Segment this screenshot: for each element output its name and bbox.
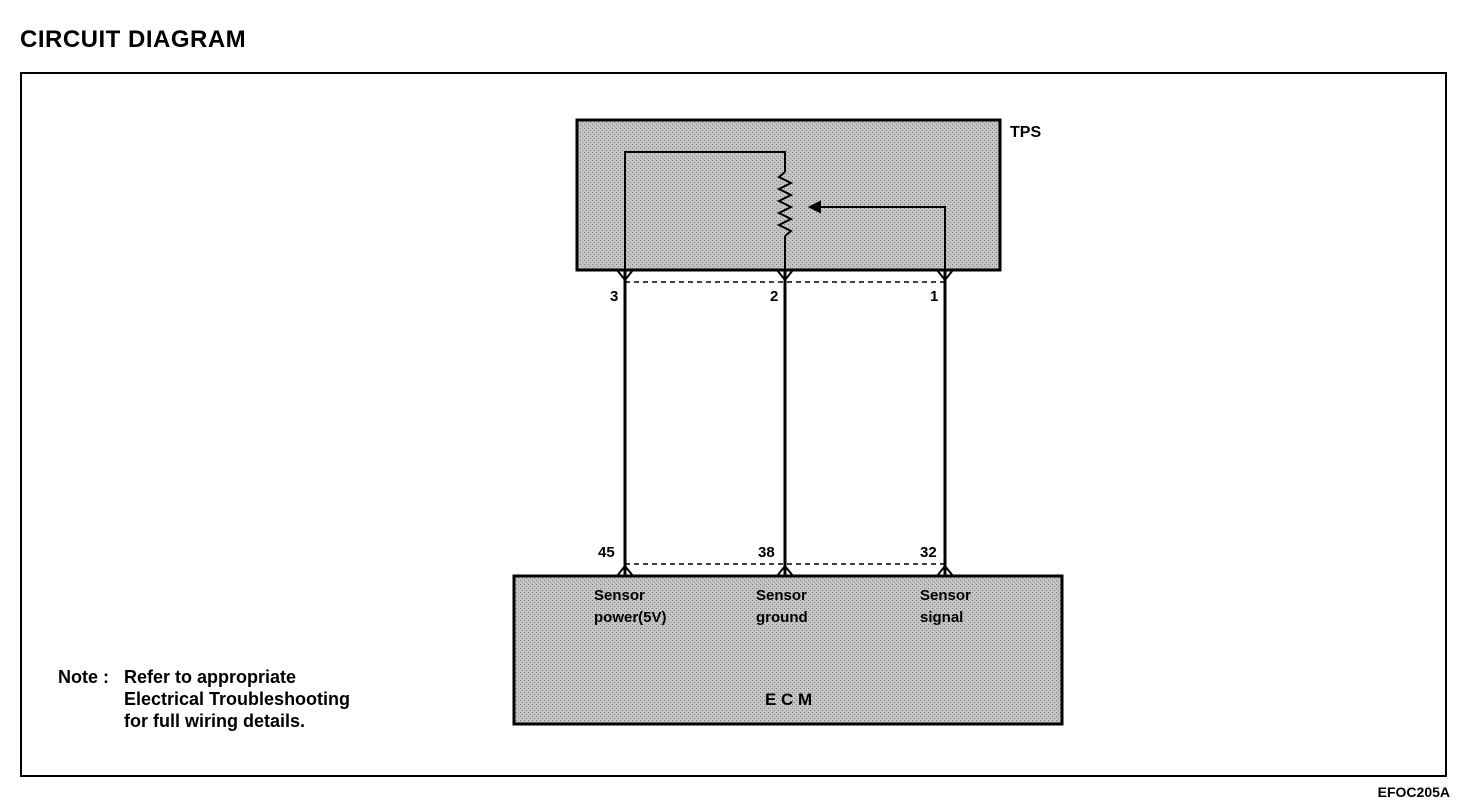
note-label: Note : bbox=[58, 667, 109, 687]
note-text: Refer to appropriate Electrical Troubles… bbox=[124, 666, 350, 732]
tps-pin-1: 1 bbox=[930, 288, 938, 305]
ecm-box bbox=[512, 574, 1064, 726]
sensor-signal-label-2: signal bbox=[920, 609, 963, 626]
sensor-power-label-2: power(5V) bbox=[594, 609, 667, 626]
sensor-ground-label-2: ground bbox=[756, 609, 808, 626]
note-line-3: for full wiring details. bbox=[124, 711, 306, 731]
wires bbox=[623, 270, 947, 576]
ecm-pin-32: 32 bbox=[920, 544, 937, 561]
figure-code: EFOC205A bbox=[1377, 784, 1450, 800]
ecm-pin-38: 38 bbox=[758, 544, 775, 561]
potentiometer-symbol bbox=[624, 151, 946, 270]
note-line-2: Electrical Troubleshooting bbox=[124, 689, 351, 709]
diagram-frame bbox=[20, 72, 1447, 777]
ecm-label: E C M bbox=[765, 690, 812, 709]
note-line-1: Refer to appropriate bbox=[124, 667, 297, 687]
tps-label: TPS bbox=[1010, 124, 1041, 141]
sensor-power-label-1: Sensor bbox=[594, 587, 645, 604]
connector-markers bbox=[616, 269, 954, 577]
diagram-title: CIRCUIT DIAGRAM bbox=[20, 26, 247, 53]
sensor-signal-label-1: Sensor bbox=[920, 587, 971, 604]
sensor-ground-label-1: Sensor bbox=[756, 587, 807, 604]
tps-pin-3: 3 bbox=[610, 288, 618, 305]
tps-box bbox=[575, 118, 1002, 272]
tps-pin-2: 2 bbox=[770, 288, 778, 305]
ecm-pin-45: 45 bbox=[598, 544, 615, 561]
